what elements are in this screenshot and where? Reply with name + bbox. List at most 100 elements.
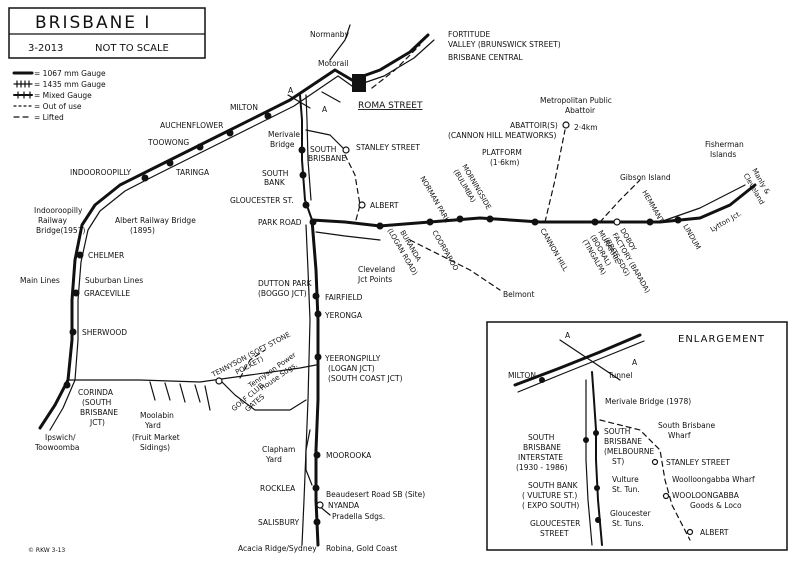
tennyson-power-sdgs: [239, 349, 266, 379]
enl-woolloongabba-branch: [599, 419, 691, 541]
cleveland-line: [310, 183, 757, 228]
title-block: BRISBANE I 3-2013 NOT TO SCALE: [8, 7, 206, 59]
label-fortitude-1: FORTITUDE: [448, 30, 491, 39]
enl-label-woolw: Woolloongabba Wharf: [672, 475, 755, 484]
station-albert: [358, 201, 366, 209]
label-motorail: Motorail: [318, 59, 348, 68]
enl-label-sb-1: SOUTH: [604, 427, 630, 436]
station-rocklea: [312, 484, 320, 492]
label-clapham-1: Clapham: [262, 445, 295, 454]
lifted-valley-spur: [371, 44, 421, 89]
label-south-bank-1: SOUTH: [262, 169, 288, 178]
belmont-branch: [409, 239, 501, 291]
station-fairfield: [312, 292, 320, 300]
main-western-line: [38, 68, 354, 430]
label-a-right: A: [322, 105, 328, 114]
station-south-brisbane: [298, 146, 306, 154]
enl-section-a: [559, 339, 621, 381]
label-yeerongpilly-3: (SOUTH COAST JCT): [328, 374, 403, 383]
label-albert-bridge-2: (1895): [130, 226, 155, 235]
station-park-road: [309, 218, 317, 226]
enl-station-gloucester: [595, 517, 601, 523]
label-abattoirs-1: ABATTOIR(S): [510, 121, 558, 130]
enl-label-albert: ALBERT: [700, 528, 729, 537]
label-pradella: Pradella Sdgs.: [332, 512, 385, 521]
label-chelmer: CHELMER: [88, 251, 124, 260]
label-milton: MILTON: [230, 103, 258, 112]
label-yeronga: YERONGA: [324, 311, 363, 320]
station-lindum: [674, 216, 682, 224]
label-south-brisbane-2: BRISBANE: [308, 154, 346, 163]
cleveland-jct-curve: [315, 231, 381, 241]
label-nyanda: NYANDA: [328, 501, 360, 510]
enl-label-a2: A: [632, 358, 638, 367]
rail-lines: [38, 24, 757, 547]
label-albert: ALBERT: [370, 201, 399, 210]
map-scale-note: NOT TO SCALE: [95, 43, 169, 54]
enl-label-glou-tun-2: St. Tuns.: [612, 519, 644, 528]
label-abattoirs-2: (CANNON HILL MEATWORKS): [448, 131, 557, 140]
label-dutton-park-2: (BOGGO JCT): [258, 289, 307, 298]
enl-station-woolloongabba: [662, 492, 670, 500]
enl-main-line-b: [517, 340, 645, 393]
label-taringa: TARINGA: [175, 168, 210, 177]
enl-label-sb-2: BRISBANE: [604, 437, 642, 446]
station-yeerongpilly: [314, 353, 322, 361]
label-coorparoo: COORPAROO: [430, 229, 460, 273]
legend-label-out-of-use: = Out of use: [34, 102, 82, 111]
label-normanby: Normanby: [310, 30, 350, 39]
station-south-bank: [299, 171, 307, 179]
enl-label-southbank-2: ( VULTURE ST.): [522, 491, 577, 500]
enl-title: ENLARGEMENT: [678, 334, 765, 345]
label-acacia: Acacia Ridge/Sydney: [238, 544, 317, 553]
enl-label-milton: MILTON: [508, 371, 536, 380]
label-cleveland-jct-1: Cleveland: [358, 265, 395, 274]
enl-label-tunnel: Tunnel: [607, 371, 632, 380]
enl-label-glou-2: STREET: [540, 529, 569, 538]
suburban-western-line: [49, 75, 353, 431]
label-park-road: PARK ROAD: [258, 218, 302, 227]
station-graceville: [72, 289, 80, 297]
enl-label-southbank-3: ( EXPO SOUTH): [522, 501, 579, 510]
abattoir-branch: [544, 129, 566, 223]
label-moorooka: MOOROOKA: [326, 451, 372, 460]
label-clapham-2: Yard: [265, 455, 282, 464]
label-belmont: Belmont: [503, 290, 534, 299]
label-a-left: A: [288, 86, 294, 95]
station-abattoirs: [562, 121, 570, 129]
label-yeerongpilly-2: (LOGAN JCT): [328, 364, 375, 373]
enl-label-glou-1: GLOUCESTER: [530, 519, 580, 528]
label-merivale-2: Bridge: [270, 140, 295, 149]
station-norman-park: [456, 215, 464, 223]
label-fisherman-1: Fisherman: [705, 140, 744, 149]
label-copyright: © RKW 3-13: [28, 547, 65, 554]
city-line-secondary: [354, 39, 435, 87]
station-auchenflower: [226, 129, 234, 137]
label-metro-2: Abattoir: [565, 106, 596, 115]
station-yeronga: [314, 310, 322, 318]
label-fairfield: FAIRFIELD: [325, 293, 363, 302]
stanley-street-branch: [344, 154, 361, 221]
label-graceville: GRACEVILLE: [84, 289, 130, 298]
label-ipswich-2: Toowoomba: [34, 443, 79, 452]
enl-label-sb-4: ST): [612, 457, 624, 466]
label-stanley-street: STANLEY STREET: [356, 143, 420, 152]
south-brisbane-spur: [305, 129, 346, 151]
map-date: 3-2013: [28, 43, 63, 54]
label-hemmant: HEMMANT: [640, 189, 665, 225]
label-rocklea: ROCKLEA: [260, 484, 296, 493]
label-abattoir-dist: 2·4km: [574, 123, 598, 132]
map-title: BRISBANE I: [35, 13, 151, 33]
label-albert-bridge-1: Albert Railway Bridge: [115, 216, 196, 225]
station-coorparoo: [426, 218, 434, 226]
enl-label-glou-tun-1: Gloucester: [610, 509, 651, 518]
enlargement-inset: ENLARGEMENT MILTON A A Tunnel Merivale B…: [486, 321, 788, 551]
station-gloucester: [302, 201, 310, 209]
label-lindum: LINDUM: [681, 223, 702, 251]
legend-label-1435: = 1435 mm Gauge: [34, 80, 106, 89]
label-robina: Robina, Gold Coast: [326, 544, 397, 553]
legend-label-lifted: = Lifted: [34, 113, 64, 122]
label-yeerongpilly-1: YEERONGPILLY: [324, 354, 381, 363]
